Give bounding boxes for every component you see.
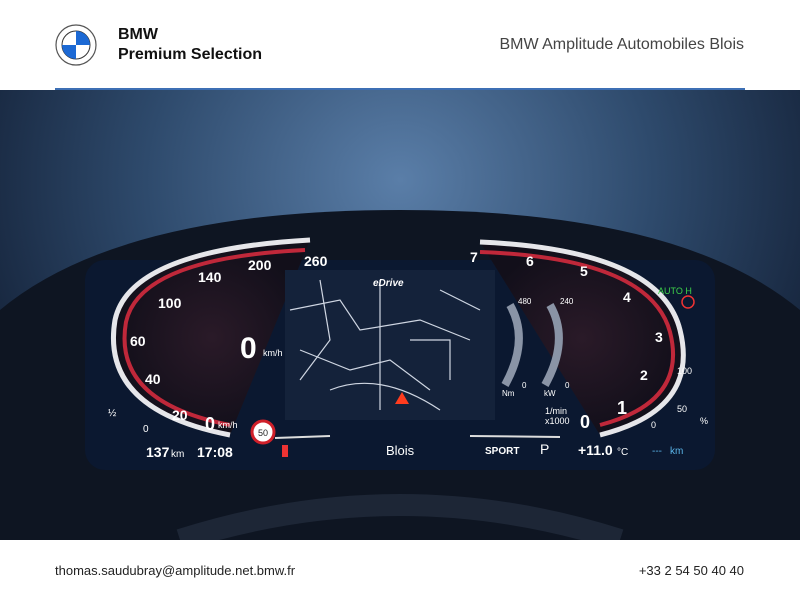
navigation-map — [289, 279, 481, 411]
edrive-logo: eDrive — [373, 278, 404, 289]
location: Blois — [386, 443, 415, 458]
battery-unit: % — [700, 416, 708, 426]
power-max: 240 — [560, 297, 574, 306]
parking-brake-icon — [681, 295, 695, 309]
electric-range: --- — [652, 446, 662, 457]
battery-tick: 50 — [677, 404, 687, 414]
header: BMW Premium Selection BMW Amplitude Auto… — [0, 0, 800, 88]
tach-tick: 1 — [617, 398, 627, 418]
outside-temperature: +11.0 — [578, 442, 613, 458]
small-speed-unit: km/h — [218, 420, 238, 430]
tach-tick: 7 — [470, 249, 478, 265]
tach-tick: 2 — [640, 367, 648, 383]
clock: 17:08 — [197, 444, 233, 460]
electric-range-unit: km — [670, 446, 683, 457]
dashboard-photo: 20 40 60 100 140 200 260 0 7 6 5 4 3 2 1… — [0, 90, 800, 540]
tachometer-ring — [479, 239, 686, 438]
power-value: 0 — [565, 381, 570, 390]
battery-tick: 100 — [677, 366, 692, 376]
drive-mode: SPORT — [485, 446, 519, 457]
torque-max: 480 — [518, 297, 532, 306]
speed-tick: 20 — [172, 407, 188, 423]
seatbelt-warning-icon — [282, 445, 288, 457]
contact-email[interactable]: thomas.saudubray@amplitude.net.bmw.fr — [55, 563, 296, 578]
tach-unit: 1/min — [545, 406, 567, 416]
range-unit: km — [171, 449, 184, 460]
contact-phone[interactable]: +33 2 54 50 40 40 — [638, 563, 744, 578]
speed-tick: 60 — [130, 333, 146, 349]
speed-tick: 260 — [304, 253, 328, 269]
brand-name: BMW Premium Selection — [118, 25, 262, 65]
battery-tick: 0 — [651, 420, 656, 430]
speed-unit: km/h — [263, 348, 283, 358]
tach-tick: 5 — [580, 263, 588, 279]
torque-unit: Nm — [502, 389, 515, 398]
brand-line-1: BMW — [118, 26, 158, 43]
bmw-roundel-icon — [55, 24, 97, 66]
fuel-empty-mark: 0 — [143, 424, 149, 435]
torque-value: 0 — [522, 381, 527, 390]
speed-value: 0 — [240, 332, 257, 365]
tach-unit-multiplier: x1000 — [545, 416, 570, 426]
tach-tick: 4 — [623, 289, 631, 305]
power-unit: kW — [544, 389, 556, 398]
temperature-unit: °C — [617, 447, 628, 458]
tach-tick: 0 — [580, 412, 590, 432]
header-divider — [55, 88, 745, 90]
fuel-half-mark: ½ — [108, 408, 117, 419]
speed-tick: 40 — [145, 371, 161, 387]
auto-hold-indicator: AUTO H — [658, 286, 692, 296]
small-speed-value: 0 — [205, 414, 215, 434]
navigation-arrow-icon — [395, 392, 409, 404]
range-value: 137 — [146, 444, 170, 460]
tach-tick: 6 — [526, 253, 534, 269]
dealer-name: BMW Amplitude Automobiles Blois — [499, 36, 744, 53]
speed-limit-value: 50 — [258, 428, 268, 438]
speed-tick: 100 — [158, 295, 182, 311]
speed-tick: 200 — [248, 257, 272, 273]
speed-tick: 140 — [198, 269, 222, 285]
tach-tick: 3 — [655, 329, 663, 345]
speedometer-ring — [111, 237, 311, 438]
gear-indicator: P — [540, 441, 549, 457]
speed-limit-sign — [250, 419, 276, 445]
brand-line-2: Premium Selection — [118, 46, 263, 63]
